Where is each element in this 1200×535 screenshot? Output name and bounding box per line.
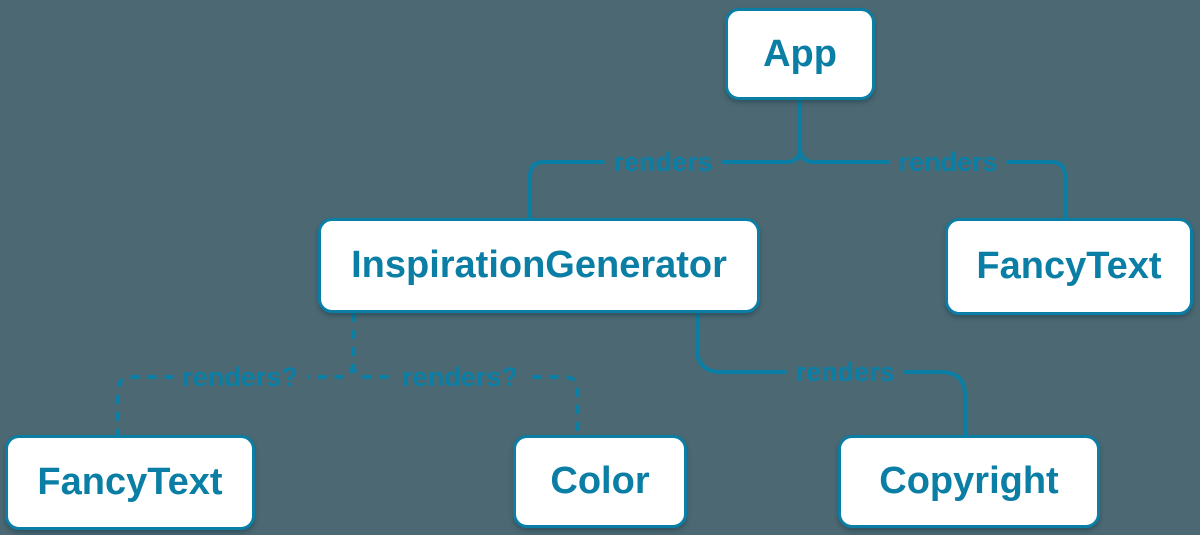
node-inspiration-generator: InspirationGenerator <box>318 218 760 313</box>
node-label: App <box>763 32 837 75</box>
edge-label-renders: renders <box>786 355 904 389</box>
node-fancytext-top: FancyText <box>945 218 1193 315</box>
node-fancytext-bottom: FancyText <box>5 435 255 530</box>
edge-label-renders-maybe: renders? <box>393 360 527 394</box>
node-color: Color <box>513 435 687 528</box>
edge-label-renders: renders <box>889 145 1007 179</box>
node-label: FancyText <box>976 245 1162 287</box>
node-label: Color <box>550 460 650 502</box>
node-label: InspirationGenerator <box>351 244 727 286</box>
node-app: App <box>725 8 875 100</box>
node-copyright: Copyright <box>838 435 1100 528</box>
edge-label-renders: renders <box>604 145 722 179</box>
node-label: FancyText <box>37 461 223 503</box>
edge-label-renders-maybe: renders? <box>173 360 307 394</box>
node-label: Copyright <box>879 460 1059 502</box>
